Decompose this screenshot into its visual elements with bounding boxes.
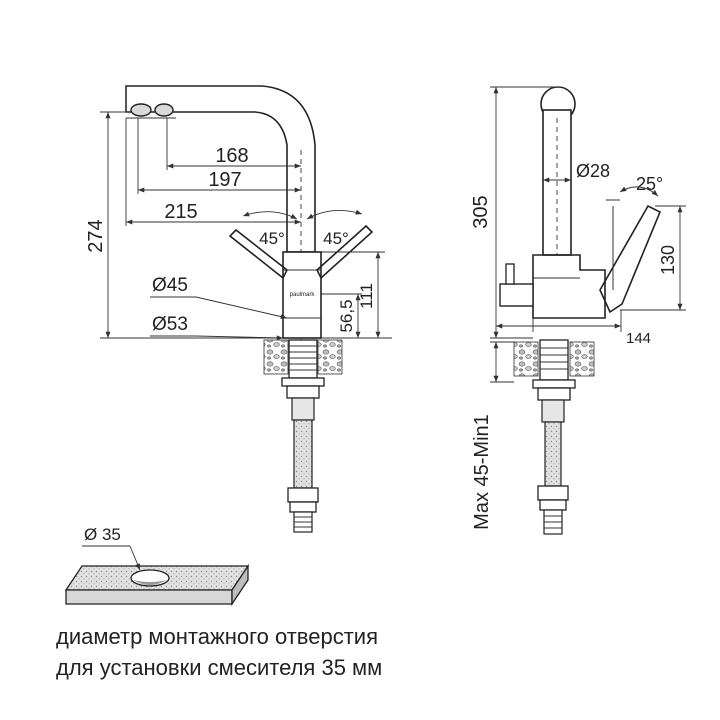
dim-111: 111: [357, 283, 376, 309]
dim-144: 144: [626, 330, 651, 347]
dim-305: 305: [470, 195, 492, 228]
caption-line-2: для установки смесителя 35 мм: [56, 655, 383, 680]
aerator-left: [130, 103, 152, 117]
side-view: Ø28 25° 130 144 305 Max 45-Min1: [470, 86, 686, 535]
dia-28-label: Ø28: [576, 161, 610, 181]
dia-53-label: Ø53: [152, 314, 188, 335]
front-countertop-right: [317, 339, 343, 375]
front-body: [282, 251, 322, 339]
brand-label: paulmark: [290, 292, 316, 298]
angle-25-label: 25°: [636, 174, 663, 194]
dim-168: 168: [215, 145, 248, 167]
side-hoses: [537, 399, 569, 535]
front-lever-left: [228, 228, 289, 280]
caption-line-1: диаметр монтажного отверстия: [56, 624, 378, 649]
dim-215: 215: [164, 201, 197, 223]
side-lever: [599, 204, 662, 314]
dim-274: 274: [85, 219, 107, 252]
side-body: [532, 254, 606, 319]
mounting-hole-diagram: Ø 35: [64, 525, 250, 607]
front-lever-right: [316, 224, 374, 280]
side-countertop-left: [513, 341, 539, 377]
side-nozzle: [499, 283, 534, 307]
counter-thickness-label: Max 45-Min1: [471, 414, 493, 530]
countertop-slab-front: [65, 589, 233, 605]
dim-130: 130: [658, 245, 678, 275]
aerator-right: [154, 103, 174, 117]
angle-right-label: 45°: [323, 229, 349, 248]
side-countertop-right: [569, 341, 595, 377]
dia-35-label: Ø 35: [84, 525, 121, 544]
dim-56-5: 56,5: [337, 299, 356, 332]
dia-45-label: Ø45: [152, 275, 188, 296]
front-view: paulmark 45° 45° 168 197 215 274 Ø45 Ø53: [85, 85, 392, 533]
dim-197: 197: [208, 169, 241, 191]
front-hoses: [287, 397, 319, 533]
front-countertop-left: [263, 339, 289, 375]
angle-left-label: 45°: [259, 229, 285, 248]
